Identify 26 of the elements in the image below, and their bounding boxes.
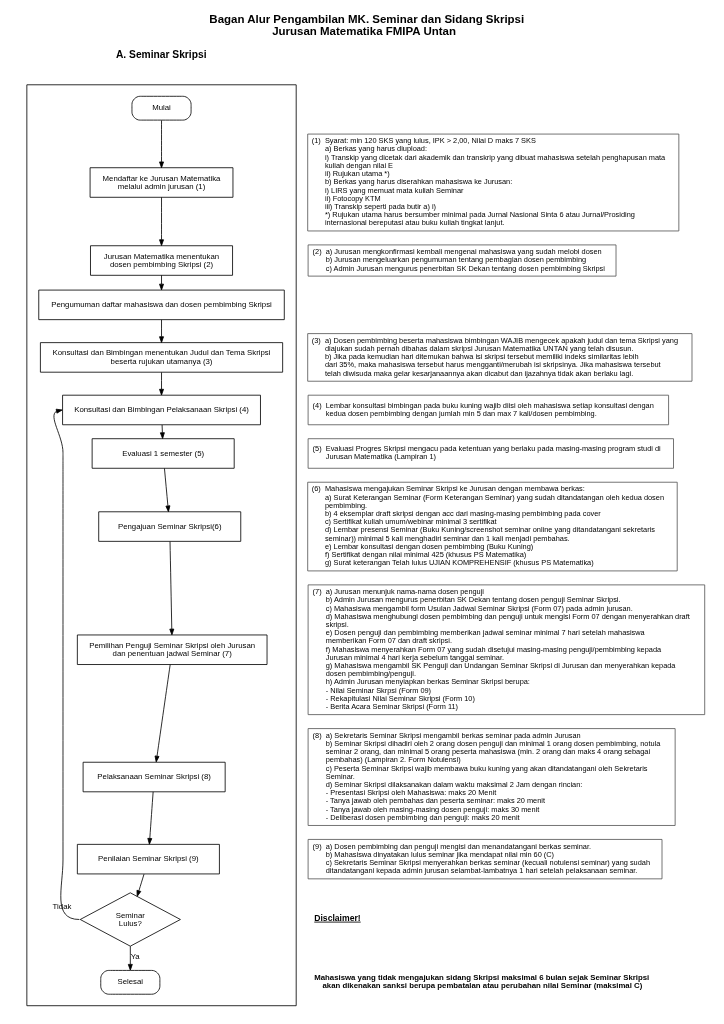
node-box: (8) a) Sekretaris Seminar Skripsi mengambil berkas seminar pada admin Jurusan b) Seminar Skripsi dihadiri oleh 2 orang dosen penguji dan minimal 1 orang dosen pembimbing, notula seminar 2 orang, dan minimal 5 orang peserta mahasiswa (min. 2 orang dan maks 4 orang sebagai pembahas) (Lampiran 2. Form Notulensi) c) Peserta Seminar Skripsi wajib membawa buku kuning yang akan ditandatangani oleh Sekretaris Seminar. d) Seminar Skripsi dilaksanakan dalam waktu maksimal 2 Jam dengan rincian: - Presentasi Skripsi oleh Mahasiswa: maks 20 Menit - Tanya jawab oleh pembahas dan peserta seminar: maks 20 menit - Tanya jawab oleh masing-masing dosen penguji: maks 30 menit - Deliberasi dosen pembimbing dan penguji: maks 20 menit xyxy=(307,728,676,826)
arrow xyxy=(158,196,164,246)
arrow xyxy=(146,791,154,845)
arrow xyxy=(158,372,164,396)
node-box: (6) Mahasiswa mengajukan Seminar Skripsi ke Jurusan dengan membawa berkas: a) Surat Keterangan Seminar (Form Keterangan Seminar) yang sudah ditandatangan oleh kedua dosen pembimbing. b) 4 eksemplar draft skripsi dengan acc dari masing-masing pembimbing pada cover c) Sertifikat kuliah umum/webinar minimal 3 sertifikat d) Lembar presensi Seminar (Buku Kuning/screenshot seminar online yang ditandatangani sekretaris seminar)) minimal 5 kali menghadiri seminar dan 1 kali menjadi pembahas. e) Lembar konsultasi dengan dosen pembimbing (Buku Kuning) f) Sertifikat dengan nilai minimal 425 (khusus PS Matematika) g) Surat keterangan Telah lulus UJIAN KOMPREHENSIF (khusus PS Matematika) xyxy=(306,481,678,572)
arrow xyxy=(127,945,133,971)
arrow xyxy=(159,424,165,439)
node-box: (7) a) Jurusan menunjuk nama-nama dosen penguji b) Admin Jurusan mengurus penerbitan SK Dekan tentang dosen penguji Seminar Skripsi. c) Mahasiswa mengambil form Usulan Jadwal Seminar Skripsi (Form 07) pada admin jurusan. d) Mahasiswa menghubungi dosen pembimbing dan penguji untuk mengisi Form 07 dengan menyerahkan draft skripsi. e) Dosen penguji dan pembimbing memberikan jadwal seminar minimal 7 hari setelah mahasiswa memberikan Form 07 dan draft skripsi. f) Mahasiswa menyerahkan Form 07 yang sudah disetujui masing-masing penguji/pembimbing kepada Jurusan minimal 4 hari kerja sebelum tanggal seminar. g) Mahasiswa mengambil SK Penguji dan Undangan Seminar Skripsi di Jurusan dan menyerahkan kepada dosen pembimbing/penguji. h) Admin Jurusan menyiapkan berkas Seminar Skripsi berupa: - Nilai Seminar Skrpsi (Form 09) - Rekapitulasi Nilai Seminar Skripsi (Form 10) - Berita Acara Seminar Skripsi (Form 11) xyxy=(307,584,705,716)
arrow xyxy=(154,664,171,763)
arrow xyxy=(158,119,164,169)
cluster xyxy=(25,84,297,1007)
arrow xyxy=(136,873,144,897)
arrow xyxy=(168,541,174,636)
arrow xyxy=(158,274,164,291)
arrow xyxy=(163,468,170,513)
node-box: (1) Syarat: min 120 SKS yang lulus, IPK > 2,00, Nilai D maks 7 SKS a) Berkas yang harus diupload: i) Transkip yang dicetak dari akademik dan transkrip yang dibuat mahasiswa setelah penghapusan mata kuliah dengan nilai E ii) Rujukan utama *) b) Berkas yang harus diserahkan mahasiswa ke Jurusan: i) LIRS yang memuat mata kuliah Seminar ii) Fotocopy KTM iii) Transkip seperti pada butir a) i) *) Rujukan utama harus bersumber minimal pada Jurnal Nasional Sinta 6 atau Jurnal/Prosiding internasional bereputasi atau buku kuliah tingkat lanjut. xyxy=(306,133,679,232)
diagram-title: Bagan Alur Pengambilan MK. Seminar dan Sidang Skripsi Jurusan Matematika FMIPA Untan xyxy=(208,13,524,37)
arrow xyxy=(158,319,164,343)
node-box: (3) a) Dosen pembimbing beserta mahasiswa bimbingan WAJIB mengecek apakah judul dan tema Skripsi yang diajukan sudah pernah dibahas dalam skripsi Jurusan Matematika UNTAN yang telah disusun. b) Jika pada kemudian hari ditemukan bahwa isi skripsi tersebut memiliki indeks similaritas lebih dari 35%, maka mahasiswa tersebut harus mengganti/merubah isi skripsinya. Jika mahasiswa tersebut telah diwisuda maka gelar kesarjanaannya akan dicabut dan ijazahnya tidak akan berlaku lagi. xyxy=(306,333,692,382)
node-box: (5) Evaluasi Progres Skripsi mengacu pada ketentuan yang berlaku pada masing-masing program studi di Jurusan Matematika (Lampiran 1) xyxy=(307,438,674,469)
label: Disclaimer! xyxy=(313,912,361,923)
node-box: (4) Lembar konsultasi bimbingan pada buku kuning wajib diisi oleh mahasiswa setiap konsultasi dengan kedua dosen pembimbing dengan jumlah min 5 dan max 7 kali/dosen pembimbing. xyxy=(307,394,669,426)
node-box: (2) a) Jurusan mengkonfirmasi kembali mengenai mahasiswa yang sudah melobi dosen b) Jurusan mengeluarkan pengumuman tentang pembagian dosen pembimbing c) Admin Jurusan mengurus penerbitan SK Dekan tentang dosen pembimbing Skripsi xyxy=(307,244,616,277)
arrow xyxy=(53,408,80,920)
label: A. Seminar Skripsi xyxy=(115,48,207,60)
node-box: (9) a) Dosen pembimbing dan penguji mengisi dan menandatangani berkas seminar. b) Mahasiswa dinyatakan lulus seminar jika mendapat nilai min 60 (C) c) Sekretaris Seminar Skripsi menyerahkan berkas seminar (kecuali notulensi seminar) yang sudah ditandatangani kepada admin jurusan selambat-lambatnya 1 hari setelah pelaksanaan seminar. xyxy=(307,839,662,880)
